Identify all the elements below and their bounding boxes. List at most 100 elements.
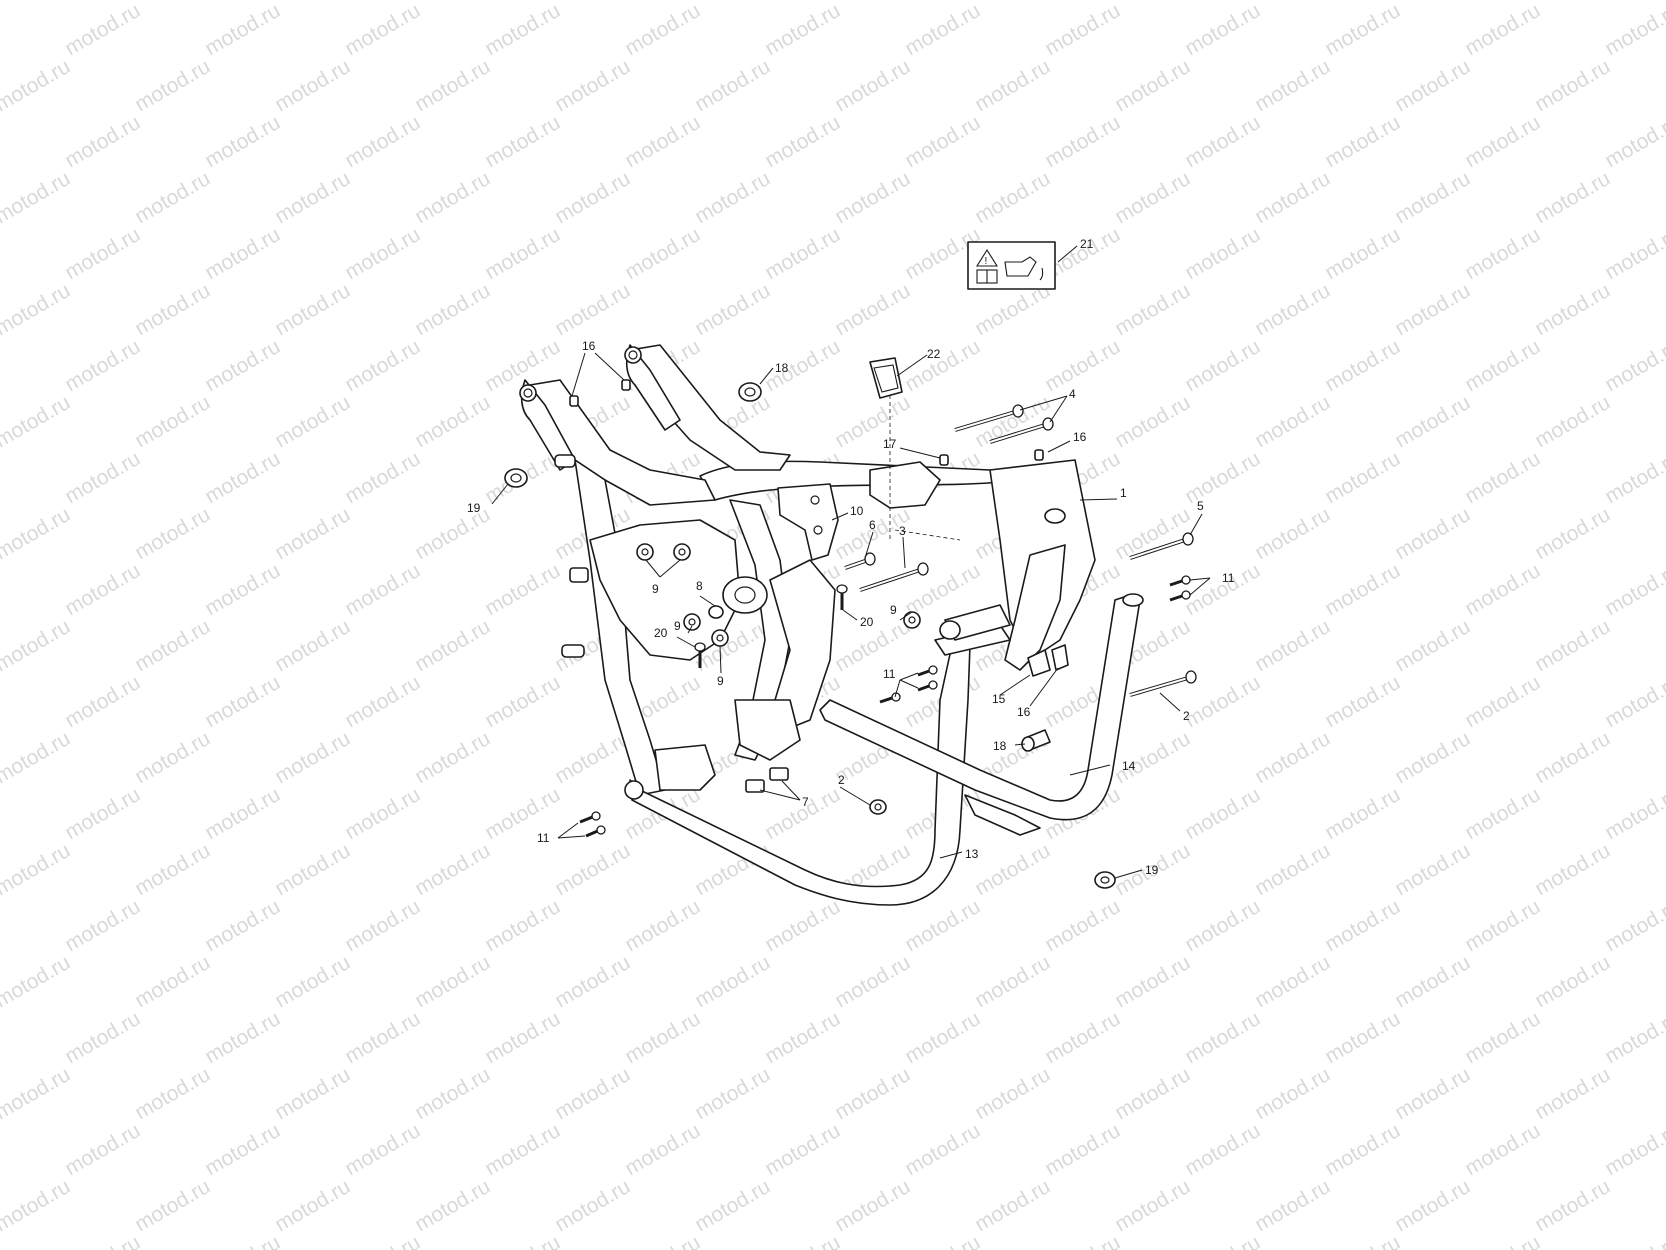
watermark-text: motod.ru xyxy=(1461,1119,1544,1180)
watermark-text: motod.ru xyxy=(1461,111,1544,172)
watermark-text: motod.ru xyxy=(481,1231,564,1250)
watermark-text: motod.ru xyxy=(201,447,284,508)
callout-22: 22 xyxy=(927,347,941,361)
nut-2-lower xyxy=(869,799,887,815)
watermark-text: motod.ru xyxy=(481,0,564,60)
watermark-text: motod.ru xyxy=(201,1119,284,1180)
grommet-18-top xyxy=(738,382,762,402)
watermark-text: motod.ru xyxy=(761,783,844,844)
watermark-text: motod.ru xyxy=(1111,279,1194,340)
watermark-text: motod.ru xyxy=(0,335,4,396)
watermark-text: motod.ru xyxy=(691,55,774,116)
bolts-11-center xyxy=(879,665,938,704)
watermark-text: motod.ru xyxy=(1391,503,1474,564)
watermark-text: motod.ru xyxy=(201,671,284,732)
lower-center-bracket xyxy=(734,699,801,761)
watermark-text: motod.ru xyxy=(971,839,1054,900)
watermark-text: motod.ru xyxy=(271,391,354,452)
watermark-text: motod.ru xyxy=(1321,223,1404,284)
watermark-text: motod.ru xyxy=(901,1119,984,1180)
top-gusset xyxy=(869,461,941,509)
watermark-text: motod.ru xyxy=(1181,447,1264,508)
watermark-text: motod.ru xyxy=(971,1175,1054,1236)
watermark-text: motod.ru xyxy=(0,447,4,508)
callout-11a: 11 xyxy=(1222,571,1235,585)
watermark-text: motod.ru xyxy=(61,223,144,284)
watermark-text: motod.ru xyxy=(411,279,494,340)
watermark-text: motod.ru xyxy=(341,895,424,956)
watermark-text: motod.ru xyxy=(1181,783,1264,844)
watermark-text: motod.ru xyxy=(1251,839,1334,900)
watermark-text: motod.ru xyxy=(0,559,4,620)
watermark-text: motod.ru xyxy=(201,1231,284,1250)
watermark-text: motod.ru xyxy=(131,727,214,788)
bolt-2-right xyxy=(1129,670,1197,697)
watermark-text: motod.ru xyxy=(1391,839,1474,900)
watermark-text: motod.ru xyxy=(271,279,354,340)
watermark-text: motod.ru xyxy=(131,503,214,564)
watermark-text: motod.ru xyxy=(1041,335,1124,396)
watermark-text: motod.ru xyxy=(1111,727,1194,788)
watermark-text: motod.ru xyxy=(831,279,914,340)
watermark-text: motod.ru xyxy=(1461,0,1544,60)
bolt-4a xyxy=(954,404,1024,432)
pivot-hole xyxy=(734,586,756,604)
watermark-text: motod.ru xyxy=(1181,111,1264,172)
watermark-text: motod.ru xyxy=(761,111,844,172)
bolt-20b xyxy=(836,584,848,610)
callout-numbers: 16 18 19 22 21 4 16 17 1 5 11 10 6 3 9 8… xyxy=(467,237,1235,877)
watermark-text: motod.ru xyxy=(61,1007,144,1068)
watermark-text: motod.ru xyxy=(1461,1231,1544,1250)
watermark-text: motod.ru xyxy=(551,839,634,900)
watermark-text: motod.ru xyxy=(1601,671,1666,732)
watermark-text: motod.ru xyxy=(201,895,284,956)
oil-can-icon xyxy=(1004,256,1044,281)
watermark-text: motod.ru xyxy=(761,0,844,60)
watermark-text: motod.ru xyxy=(1391,951,1474,1012)
watermark-text: motod.ru xyxy=(1181,0,1264,60)
watermark-text: motod.ru xyxy=(131,0,214,4)
callout-8: 8 xyxy=(696,579,703,593)
bracket-10 xyxy=(777,483,839,561)
watermark-text: motod.ru xyxy=(621,895,704,956)
watermark-text: motod.ru xyxy=(1391,55,1474,116)
watermark-text: motod.ru xyxy=(61,1119,144,1180)
bolt-3 xyxy=(859,562,929,592)
callout-21: 21 xyxy=(1080,237,1094,251)
watermark-text: motod.ru xyxy=(1601,895,1666,956)
watermark-text: motod.ru xyxy=(1461,223,1544,284)
watermark-text: motod.ru xyxy=(1181,1119,1264,1180)
cradle-rail-14 xyxy=(629,644,971,906)
watermark-text: motod.ru xyxy=(551,55,634,116)
watermark-text: motod.ru xyxy=(271,727,354,788)
watermark-text: motod.ru xyxy=(1601,447,1666,508)
watermark-text: motod.ru xyxy=(0,0,74,4)
watermark-text: motod.ru xyxy=(1111,0,1194,4)
watermark-text: motod.ru xyxy=(1531,1175,1614,1236)
watermark-text: motod.ru xyxy=(0,279,74,340)
watermark-text: motod.ru xyxy=(1391,0,1474,4)
watermark-text: motod.ru xyxy=(61,0,144,60)
bolt-20a xyxy=(694,642,706,668)
callout-7: 7 xyxy=(802,795,809,809)
watermark-text: motod.ru xyxy=(1321,895,1404,956)
watermark-text: motod.ru xyxy=(131,1063,214,1124)
callout-2a: 2 xyxy=(1183,709,1190,723)
callout-5: 5 xyxy=(1197,499,1204,513)
callout-18a: 18 xyxy=(775,361,789,375)
reflector-22 xyxy=(869,357,903,399)
watermark-text: motod.ru xyxy=(1321,671,1404,732)
watermark-text: motod.ru xyxy=(831,55,914,116)
bolt-5 xyxy=(1129,532,1194,560)
watermark-text: motod.ru xyxy=(1251,55,1334,116)
watermark-text: motod.ru xyxy=(1251,167,1334,228)
watermark-text: motod.ru xyxy=(271,615,354,676)
watermark-text: motod.ru xyxy=(831,1063,914,1124)
watermark-text: motod.ru xyxy=(1321,1119,1404,1180)
watermark-text: motod.ru xyxy=(0,55,74,116)
watermark-text: motod.ru xyxy=(1531,615,1614,676)
nuts-9 xyxy=(636,543,921,647)
watermark-text: motod.ru xyxy=(831,951,914,1012)
watermark-text: motod.ru xyxy=(1601,0,1666,60)
callout-16b: 16 xyxy=(1073,430,1087,444)
